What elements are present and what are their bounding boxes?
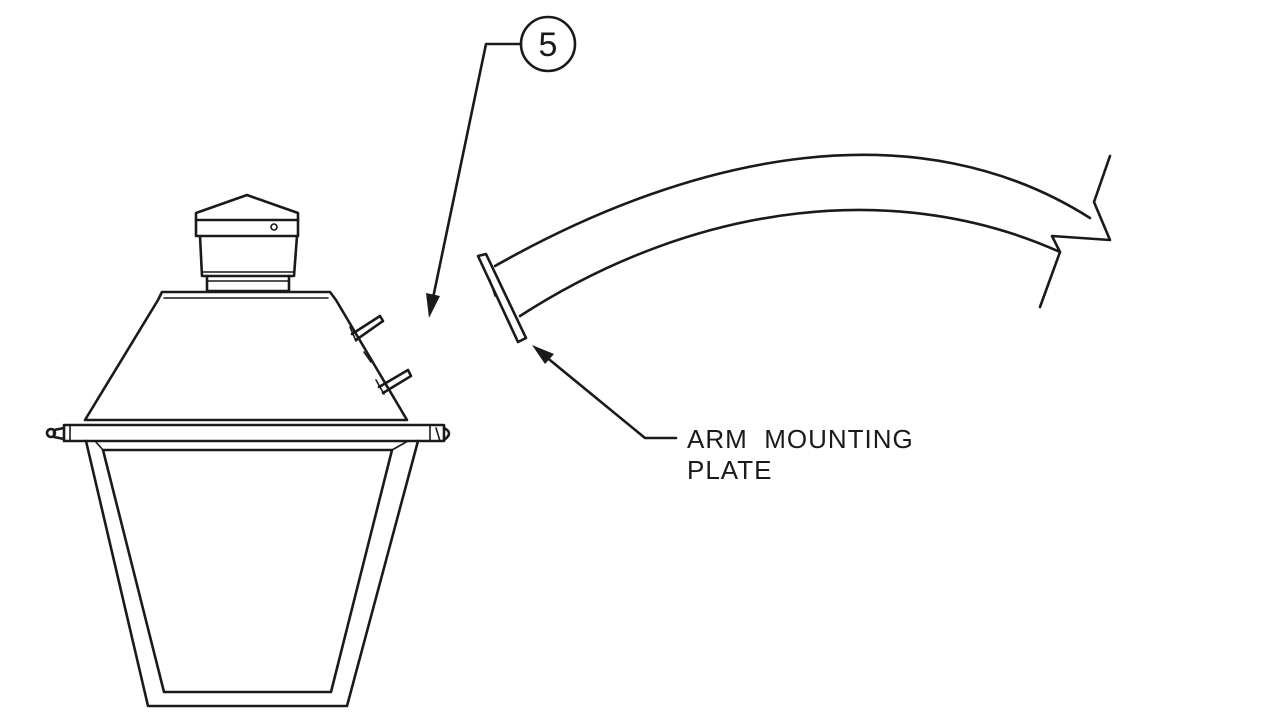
callout-5: 5 <box>426 15 577 318</box>
lantern-side-studs <box>349 314 413 395</box>
lantern-top-cap <box>194 193 300 238</box>
callout-number: 5 <box>539 26 558 64</box>
support-arm <box>476 153 1112 344</box>
lantern-globe <box>84 439 420 708</box>
lantern-fixture <box>45 193 451 708</box>
lantern-hood <box>83 290 409 422</box>
arm-mounting-plate-label: ARM MOUNTING PLATE <box>532 345 914 485</box>
break-line-symbol <box>1038 154 1112 309</box>
label-line-2: PLATE <box>687 455 772 485</box>
label-line-1: ARM MOUNTING <box>687 424 914 454</box>
lantern-band <box>45 423 451 443</box>
lantern-collar <box>198 234 299 293</box>
